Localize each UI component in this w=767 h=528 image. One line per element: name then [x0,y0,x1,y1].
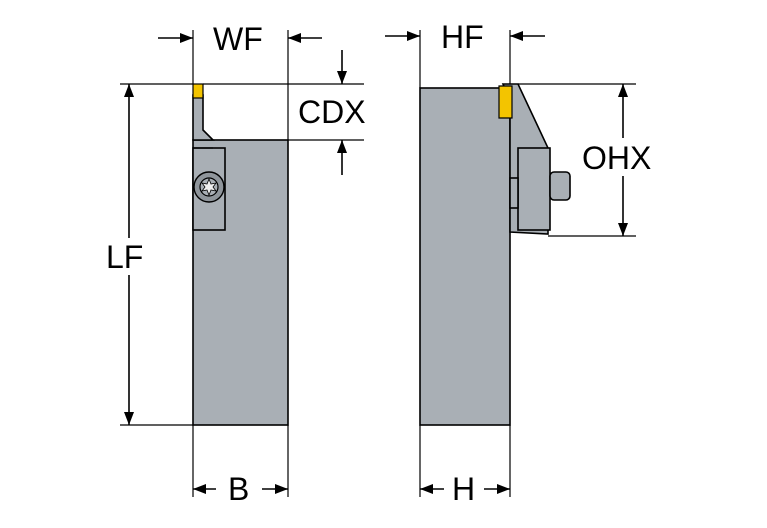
insert-side [192,83,204,99]
ohx-arrow-bottom [618,223,628,236]
lf-arrow-top [124,84,134,97]
lf-label: LF [106,239,143,275]
screw-head [549,171,571,201]
ohx-arrow-top [618,84,628,97]
h-arrow-right [497,484,510,494]
front-view: HF OHX H [385,19,651,507]
cdx-arrow-bottom [337,140,347,153]
wf-label: WF [213,21,263,57]
hf-arrow-right [510,31,523,41]
cdx-arrow-top [337,71,347,84]
torx-screw-icon [193,171,225,203]
h-label: H [452,471,475,507]
hf-arrow-left [407,31,420,41]
blade-slot [509,177,519,209]
lf-arrow-bottom [124,412,134,425]
b-label: B [228,471,249,507]
wf-arrow-right [288,33,301,43]
ohx-label: OHX [582,140,651,176]
b-arrow-right [275,484,288,494]
cdx-label: CDX [298,94,366,130]
clamp-block [517,147,551,231]
wf-arrow-left [180,33,193,43]
insert-front [498,85,513,119]
h-arrow-left [420,484,433,494]
side-view: WF CDX LF B [106,21,366,507]
hf-label: HF [441,19,484,55]
b-arrow-left [193,484,206,494]
shank-front [419,87,511,426]
blade-arm [192,94,215,141]
